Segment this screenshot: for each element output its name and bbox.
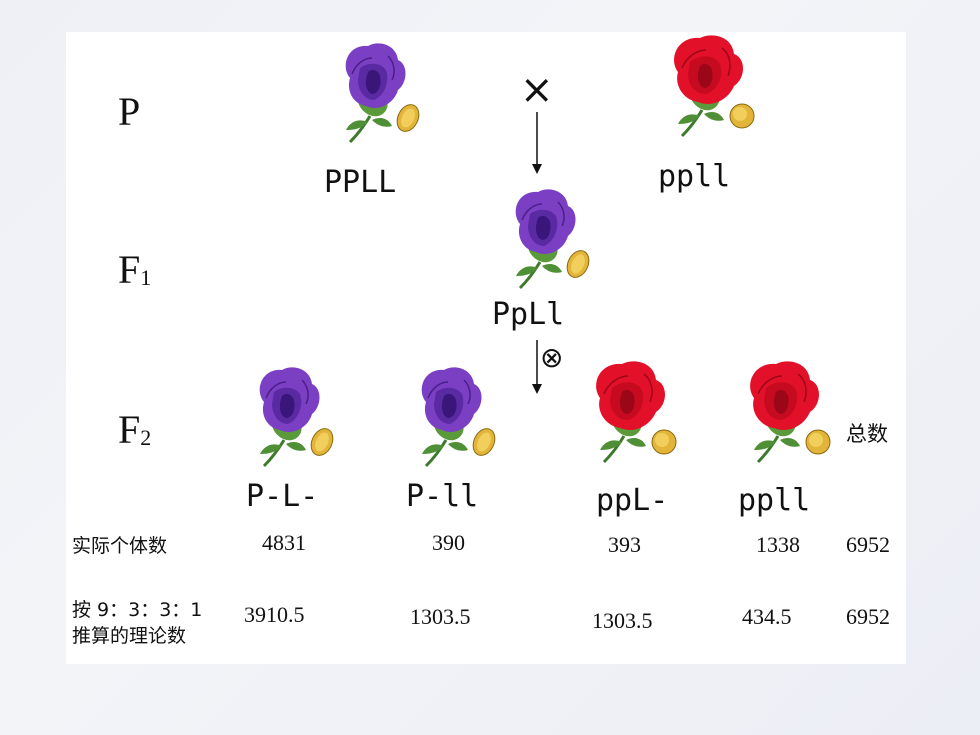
f1-genotype: PpLl bbox=[492, 297, 565, 332]
arrow-down-icon bbox=[532, 112, 542, 174]
actual-count-label: 实际个体数 bbox=[72, 535, 168, 557]
phenotype-label: P-L- bbox=[246, 479, 319, 514]
theory-total: 6952 bbox=[846, 604, 890, 629]
theory-value: 1303.5 bbox=[410, 604, 471, 629]
purple-flower-icon bbox=[404, 362, 504, 472]
parent-red-genotype: ppll bbox=[658, 159, 731, 194]
self-cross-symbol: ⊗ bbox=[540, 341, 564, 374]
parent-purple-genotype: PPLL bbox=[324, 165, 397, 200]
phenotype-label: ppll bbox=[738, 483, 811, 518]
actual-value: 4831 bbox=[262, 530, 306, 555]
phenotype-label: ppL- bbox=[596, 483, 669, 518]
cross-symbol: × bbox=[520, 67, 554, 113]
generation-label-f1: F1 bbox=[118, 247, 152, 292]
total-header: 总数 bbox=[846, 422, 888, 446]
generation-label-f2: F2 bbox=[118, 407, 152, 452]
purple-flower-icon bbox=[498, 184, 598, 294]
theory-label: 按 9：3：3：1 推算的理论数 bbox=[72, 598, 202, 649]
purple-flower-icon bbox=[242, 362, 342, 472]
actual-value: 393 bbox=[608, 532, 641, 557]
arrow-down-icon bbox=[532, 340, 542, 394]
red-flower-icon bbox=[582, 358, 682, 468]
red-flower-icon bbox=[660, 32, 760, 142]
actual-value: 390 bbox=[432, 530, 465, 555]
theory-value: 3910.5 bbox=[244, 602, 305, 627]
theory-label-line1: 按 9：3：3：1 bbox=[72, 599, 203, 621]
purple-flower-icon bbox=[328, 38, 428, 148]
theory-value: 1303.5 bbox=[592, 608, 653, 633]
theory-value: 434.5 bbox=[742, 604, 792, 629]
theory-label-line2: 推算的理论数 bbox=[72, 624, 187, 647]
phenotype-label: P-ll bbox=[406, 479, 479, 514]
red-flower-icon bbox=[736, 358, 836, 468]
generation-label-p: P bbox=[118, 89, 141, 134]
actual-total: 6952 bbox=[846, 532, 890, 557]
slide: P F1 F2 PPLL ppll × PpLl ⊗ 总数 P-L- P-ll … bbox=[66, 32, 906, 664]
actual-value: 1338 bbox=[756, 532, 800, 557]
